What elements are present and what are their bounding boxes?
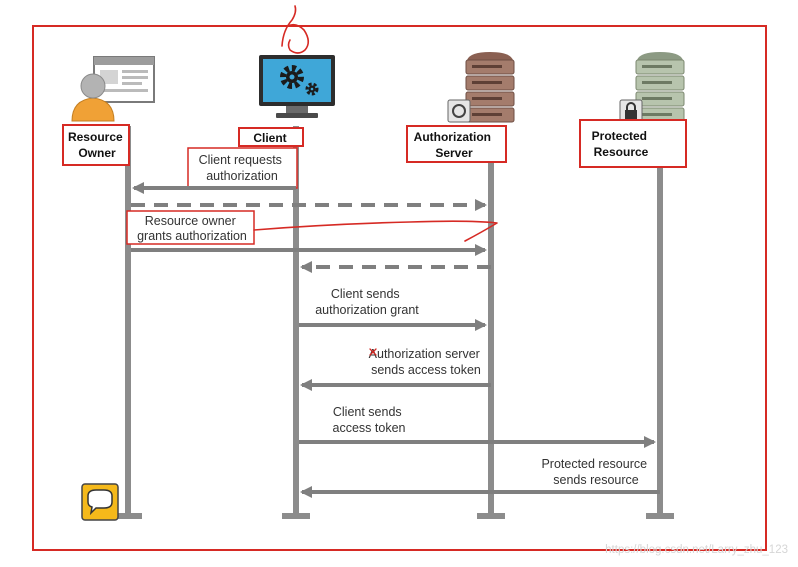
authorization-server-label: Authorization Server [414,130,495,160]
protected-resource-label-box [579,119,687,168]
server-stack-icon [447,52,515,123]
client-label-box [238,127,304,147]
owner-grants-authorization-box [126,210,255,245]
lifeline-foot [114,513,142,519]
loop-arrow-mark [253,220,498,242]
lifeline-foot [646,513,674,519]
person-with-browser-icon [71,56,155,122]
resource-sends-resource-label: Protected resource sends resource [541,457,650,487]
client-requests-authorization-box [187,147,298,189]
lifeline-feet [114,513,674,519]
asterisk-mark [369,348,377,356]
lifelines [125,124,663,516]
red-annotation-marks [253,5,498,356]
protected-resource-label: Protected Resource [592,129,651,159]
locked-server-icon [619,52,685,123]
client-requests-authorization-label: Client requests authorization [199,153,286,183]
monitor-gear-icon [259,55,335,118]
client-sends-grant-label: Client sends authorization grant [315,287,419,317]
lifeline-foot [282,513,310,519]
watermark-text: https://blog.csdn.net/Larry_zhu_123 [605,544,788,556]
server-sends-token-label: Authorization server sends access token [369,347,484,377]
resource-owner-label: Resource Owner [68,130,126,160]
authorization-server-label-box [406,125,507,163]
client-label: Client [253,131,286,145]
message-arrows [131,182,660,498]
scribble-mark [281,5,310,54]
resource-owner-label-box [62,124,130,166]
chat-bubble-icon [81,483,119,521]
annotation-frame [32,25,767,551]
client-sends-token-label: Client sends access token [333,405,406,435]
owner-grants-authorization-label: Resource owner grants authorization [137,214,247,243]
lifeline-foot [477,513,505,519]
